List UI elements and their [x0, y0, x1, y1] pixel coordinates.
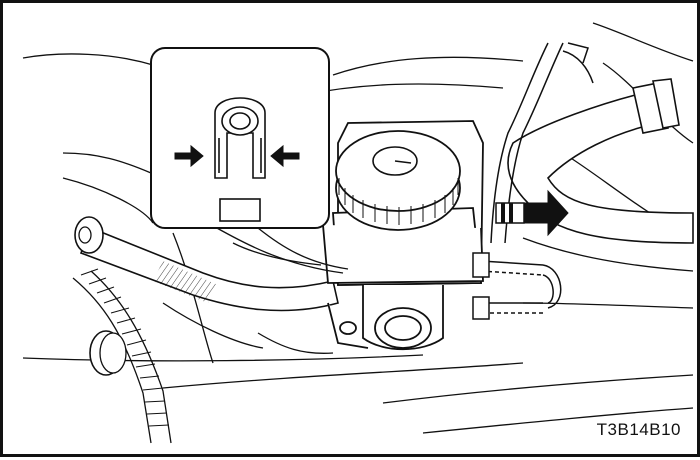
brake-lines — [472, 252, 562, 320]
clip-detail-inset — [150, 47, 330, 229]
master-cylinder-illustration — [22, 22, 694, 444]
squeeze-arrows — [174, 144, 300, 168]
left-coolant-hose — [74, 216, 339, 312]
brake-fluid-reservoir — [322, 120, 484, 351]
callout-leader — [207, 222, 349, 274]
round-plug — [89, 330, 127, 376]
removal-direction-arrow — [495, 189, 569, 237]
figure-code: T3B14B10 — [596, 420, 681, 439]
corrugated-wire-loom — [72, 268, 172, 444]
retaining-clip — [214, 97, 266, 222]
